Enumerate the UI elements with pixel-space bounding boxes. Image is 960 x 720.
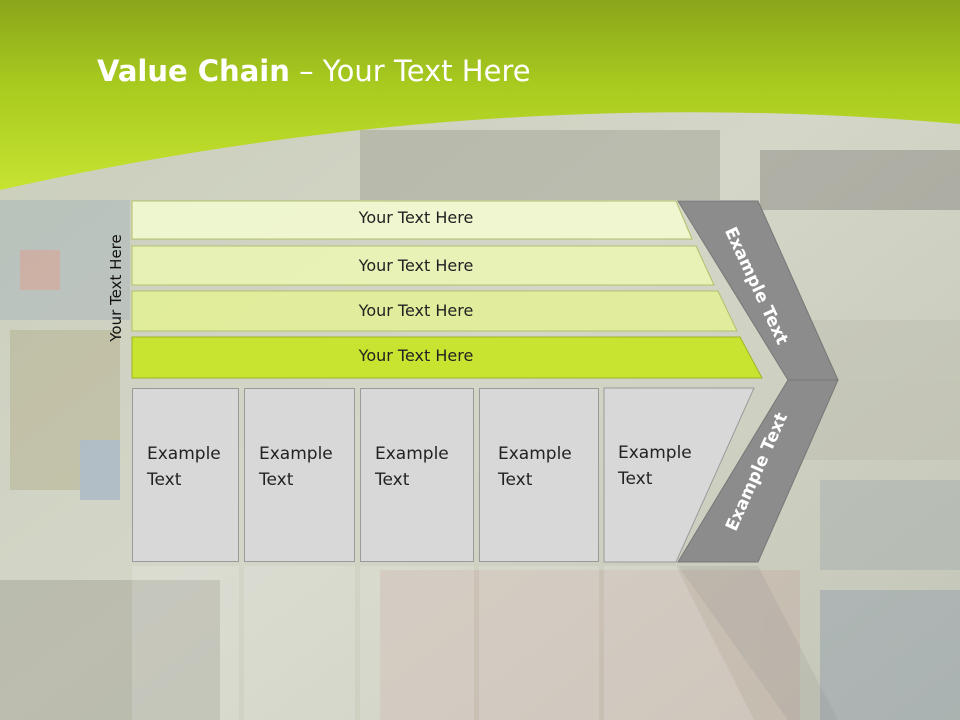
support-bar-4-label: Your Text Here — [358, 346, 474, 365]
support-bar-2[interactable] — [131, 245, 715, 286]
title-rest: – Your Text Here — [289, 54, 531, 88]
primary-box-3-line2: Text — [375, 470, 410, 490]
support-bar-2-label: Your Text Here — [358, 256, 474, 275]
support-bar-1[interactable] — [131, 200, 693, 240]
primary-box-1-line1: Example — [147, 444, 221, 464]
support-bar-3-label: Your Text Here — [358, 301, 474, 320]
primary-box-5-line2: Text — [618, 469, 653, 489]
primary-box-3-line1: Example — [375, 444, 449, 464]
margin-arrow-lower[interactable] — [677, 379, 839, 563]
title-bold: Value Chain — [97, 54, 290, 88]
primary-box-2-line2: Text — [259, 470, 294, 490]
support-bar-4[interactable] — [131, 336, 763, 379]
primary-box-2-line1: Example — [259, 444, 333, 464]
support-bar-3[interactable] — [131, 290, 738, 332]
primary-box-5[interactable] — [603, 387, 755, 563]
slide-title: Value Chain – Your Text Here — [97, 54, 531, 88]
support-bar-1-label: Your Text Here — [358, 208, 474, 227]
primary-box-4-line1: Example — [498, 444, 572, 464]
primary-box-1-line2: Text — [147, 470, 182, 490]
primary-box-5-line1: Example — [618, 443, 692, 463]
primary-box-4-line2: Text — [498, 470, 533, 490]
